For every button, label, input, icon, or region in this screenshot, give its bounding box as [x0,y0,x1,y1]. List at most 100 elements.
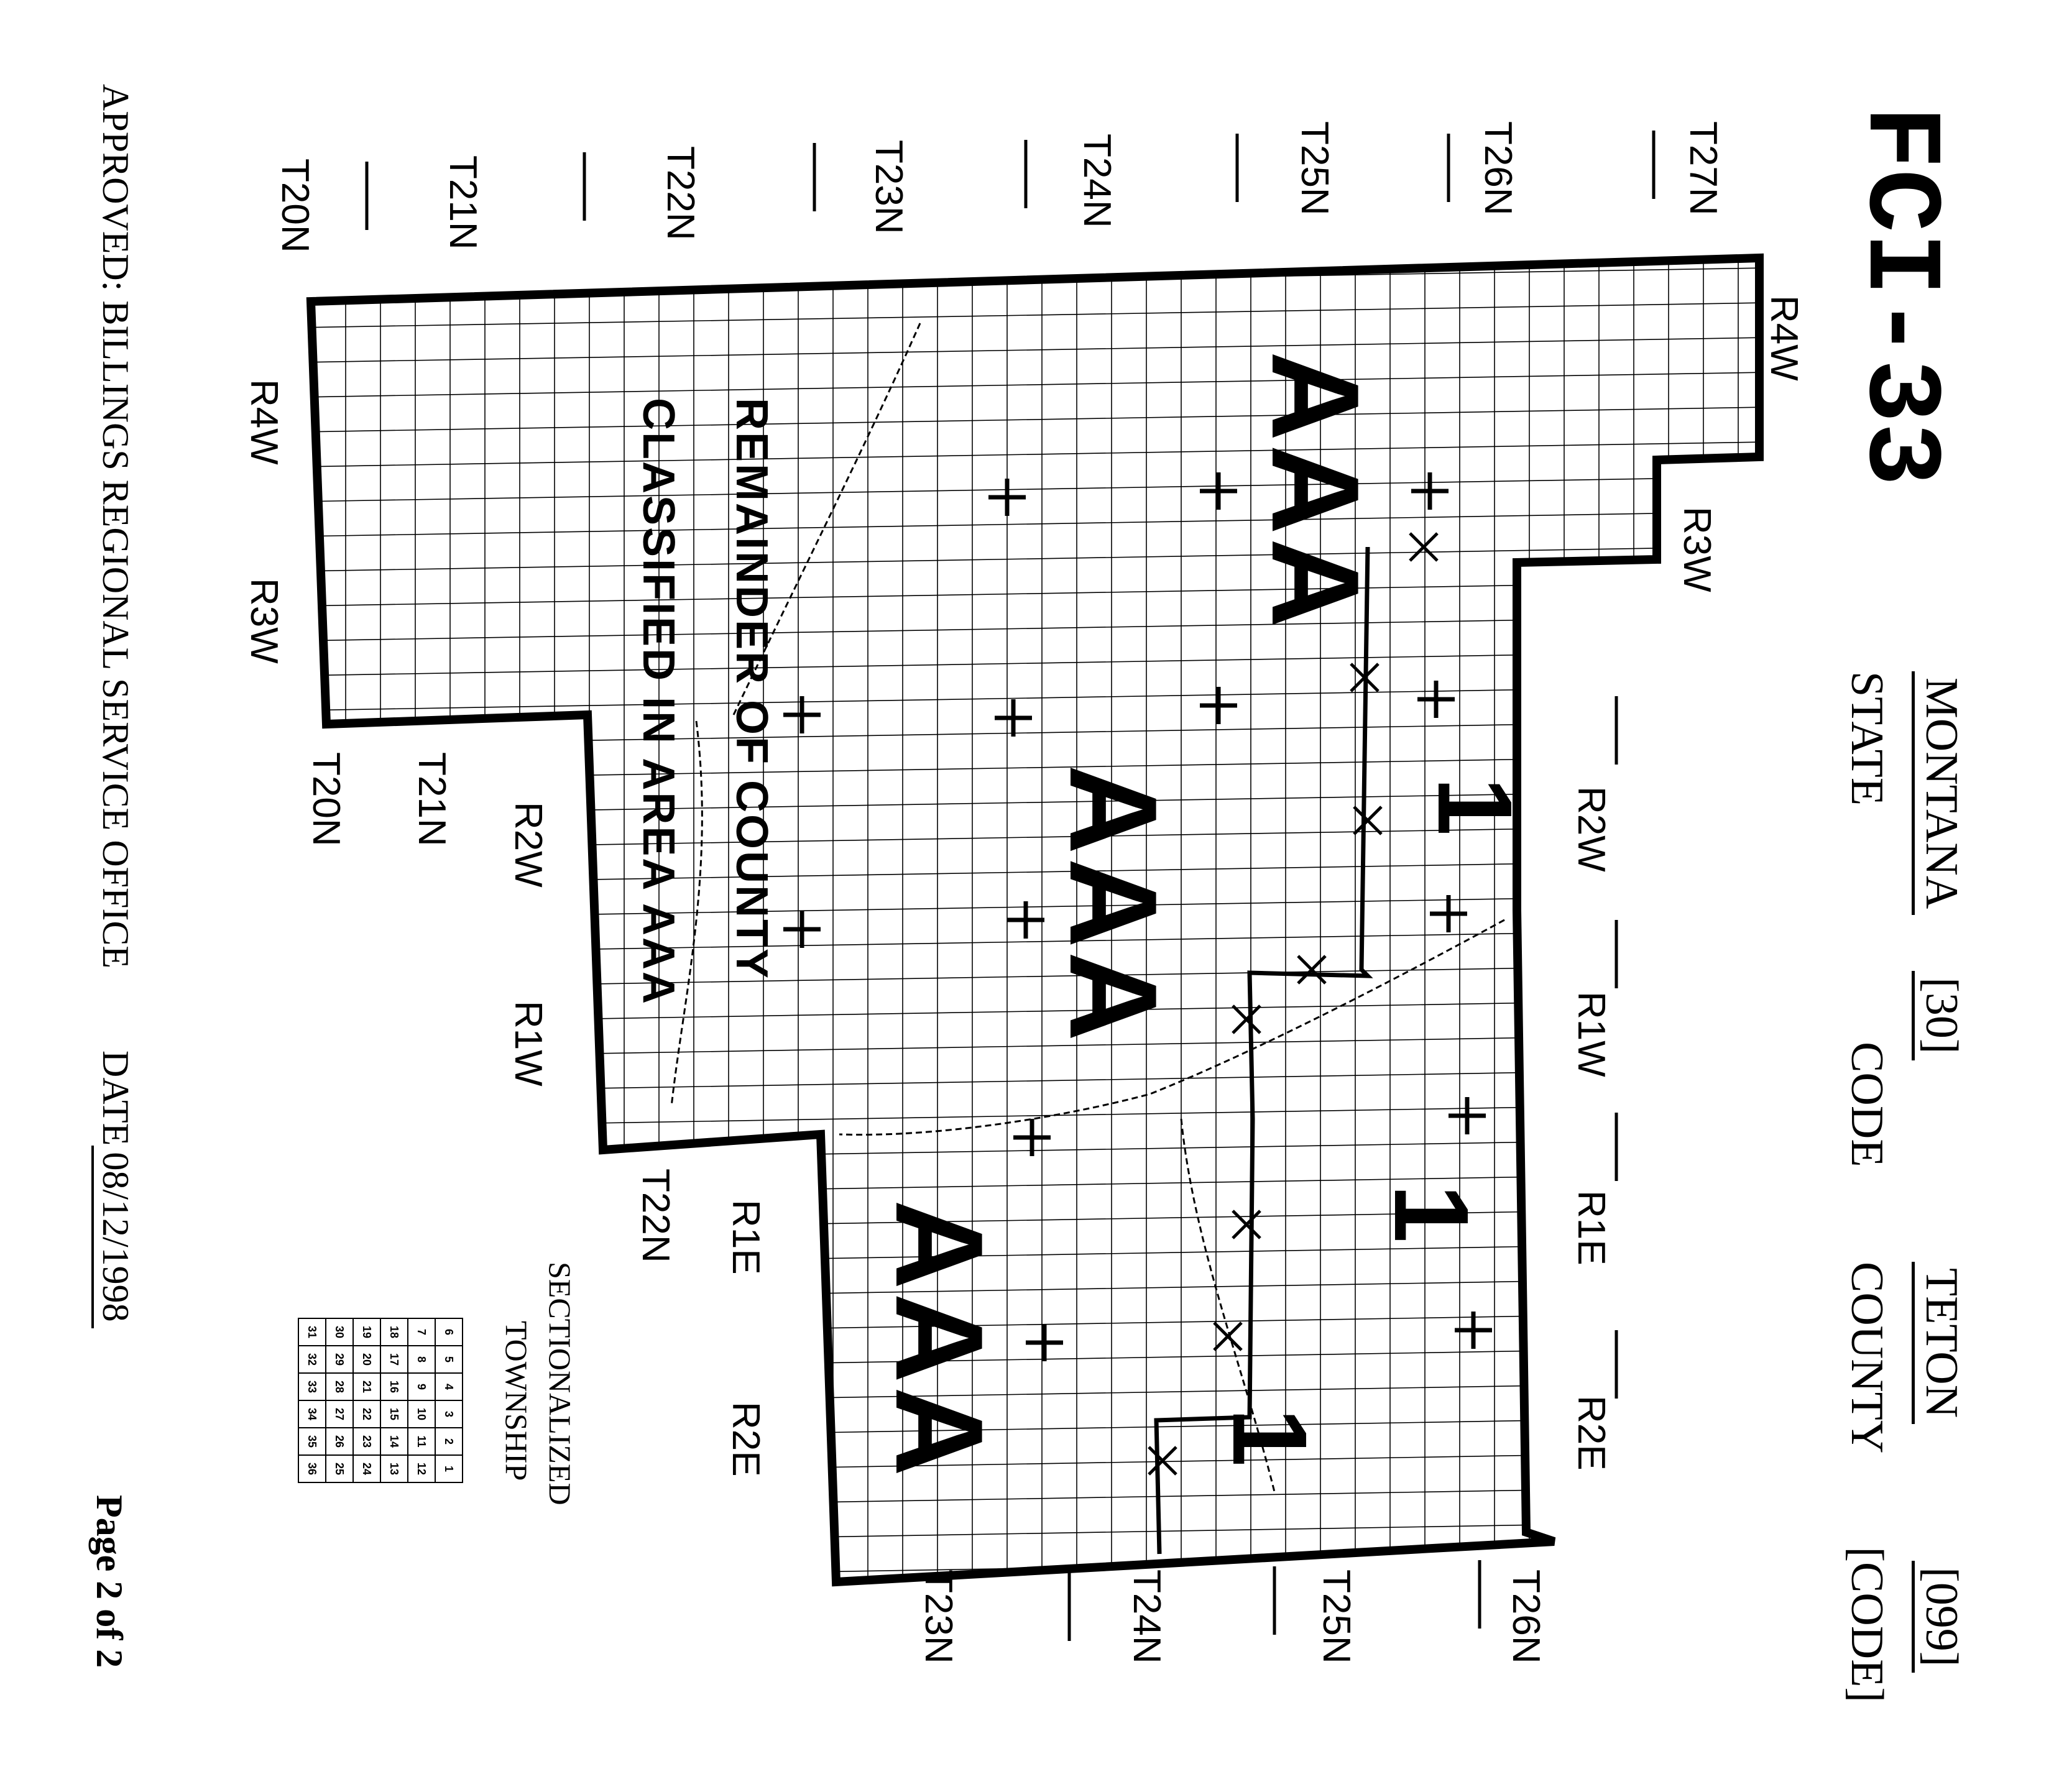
legend-cell: 20 [353,1346,380,1373]
legend-cell: 6 [435,1318,463,1346]
legend-title-2: TOWNSHIP [499,1321,534,1481]
legend-cell: 10 [408,1400,435,1428]
township-label-top: T26N [1476,121,1519,216]
legend-cell: 13 [380,1455,408,1482]
boundary-x-mark [1409,532,1439,562]
state-row: MONTANA[30] [1912,671,1968,1060]
date-label: DATE [95,1050,136,1146]
grid-line [311,258,1759,259]
legend-cell: 31 [298,1318,326,1346]
corner-cross [1449,1097,1486,1134]
corner-cross [1430,895,1467,932]
legend-cell: 21 [353,1373,380,1400]
grid-line [311,1277,1759,1303]
legend-cell: 22 [353,1400,380,1428]
legend-title-1: SECTIONALIZED [543,1262,578,1505]
legend-cell: 28 [326,1373,353,1400]
township-label-top: T21N [441,155,484,250]
legend-cell: 7 [408,1318,435,1346]
township-label-top: T25N [1293,121,1336,216]
range-label-right: R1E [1570,1190,1613,1266]
state-code: [30] [1912,971,1968,1060]
legend-cell: 27 [326,1400,353,1428]
corner-cross [1013,1119,1051,1156]
grid-line [311,476,1759,502]
state-label: STATE [1841,671,1892,806]
corner-cross [1411,472,1449,510]
legend-cell: 30 [326,1318,353,1346]
map-code: FCI-33 [1838,106,1958,487]
legend-cell: 29 [326,1346,353,1373]
grid-line [311,1242,1759,1268]
legend-cell: 25 [326,1455,353,1482]
grid-line [311,441,1759,467]
grid-line [311,407,1759,433]
corner-cross [1026,1324,1063,1361]
grid-line [311,1207,1759,1233]
grid-line [311,302,1759,328]
boundary-x-mark [1297,955,1327,985]
boundary-x-mark [1232,1210,1261,1239]
legend-cell: 35 [298,1428,326,1455]
legend-cell: 11 [408,1428,435,1455]
approved-text: APPROVED: BILLINGS REGIONAL SERVICE OFFI… [95,84,136,969]
legend-cell: 5 [435,1346,463,1373]
legend-cell: 12 [408,1455,435,1482]
township-label-top: T27N [1682,121,1725,216]
grid-line [311,546,1759,572]
township-label-left: T21N [410,752,453,847]
map-linework [365,131,1656,1641]
range-label-interior: R2E [724,1402,767,1477]
legend-cell: 18 [380,1318,408,1346]
county-code: [099] [1912,1561,1968,1673]
corner-cross [783,696,821,733]
township-label-lower: T22N [634,1169,677,1263]
legend-cell: 32 [298,1346,326,1373]
range-label-interior: R2W [507,802,550,888]
boundary-x-mark [1148,1446,1177,1476]
area-aaa-label: AAA [1246,351,1384,632]
grid-line [311,929,1759,955]
remainder-note-line2: CLASSIFIED IN AREA AAA [633,398,683,1006]
area-1-label: 1 [1210,1408,1329,1471]
corner-cross [783,911,821,948]
range-label-right: R2E [1570,1395,1613,1471]
road-line [1180,1118,1276,1492]
corner-cross [988,479,1026,516]
date-value: 08/12/1998 [91,1146,137,1328]
township-label-bottom: T24N [1125,1569,1168,1664]
grid-line [311,650,1759,676]
legend-cell: 34 [298,1400,326,1428]
road-line [670,720,703,1107]
area-1-boundary [1154,546,1373,1555]
township-label-bottom: T26N [1504,1569,1547,1664]
area-aaa-label: AAA [870,1200,1008,1481]
township-label-top: T20N [274,159,316,253]
range-label-left: R4W [242,379,285,465]
county-label: COUNTY [1841,1262,1892,1454]
boundary-x-mark [1213,1321,1243,1351]
date-row: DATE08/12/1998 [91,1050,137,1328]
range-label-right: R1W [1570,991,1613,1077]
legend-cell: 9 [408,1373,435,1400]
township-label-bottom: T23N [917,1569,960,1664]
county-name: TETON [1912,1262,1968,1425]
corner-cross [995,699,1032,737]
page-number: Page 2 of 2 [89,1495,130,1668]
county-boundary [306,253,1764,1587]
legend-cell: 4 [435,1373,463,1400]
grid-line [311,1486,1759,1512]
area-aaa-label: AAA [1044,765,1182,1045]
township-label-top: T22N [659,146,702,241]
remainder-note-line1: REMAINDER OF COUNTY [727,398,776,980]
grid-line [311,337,1759,363]
boundary-x-mark [1353,806,1383,835]
